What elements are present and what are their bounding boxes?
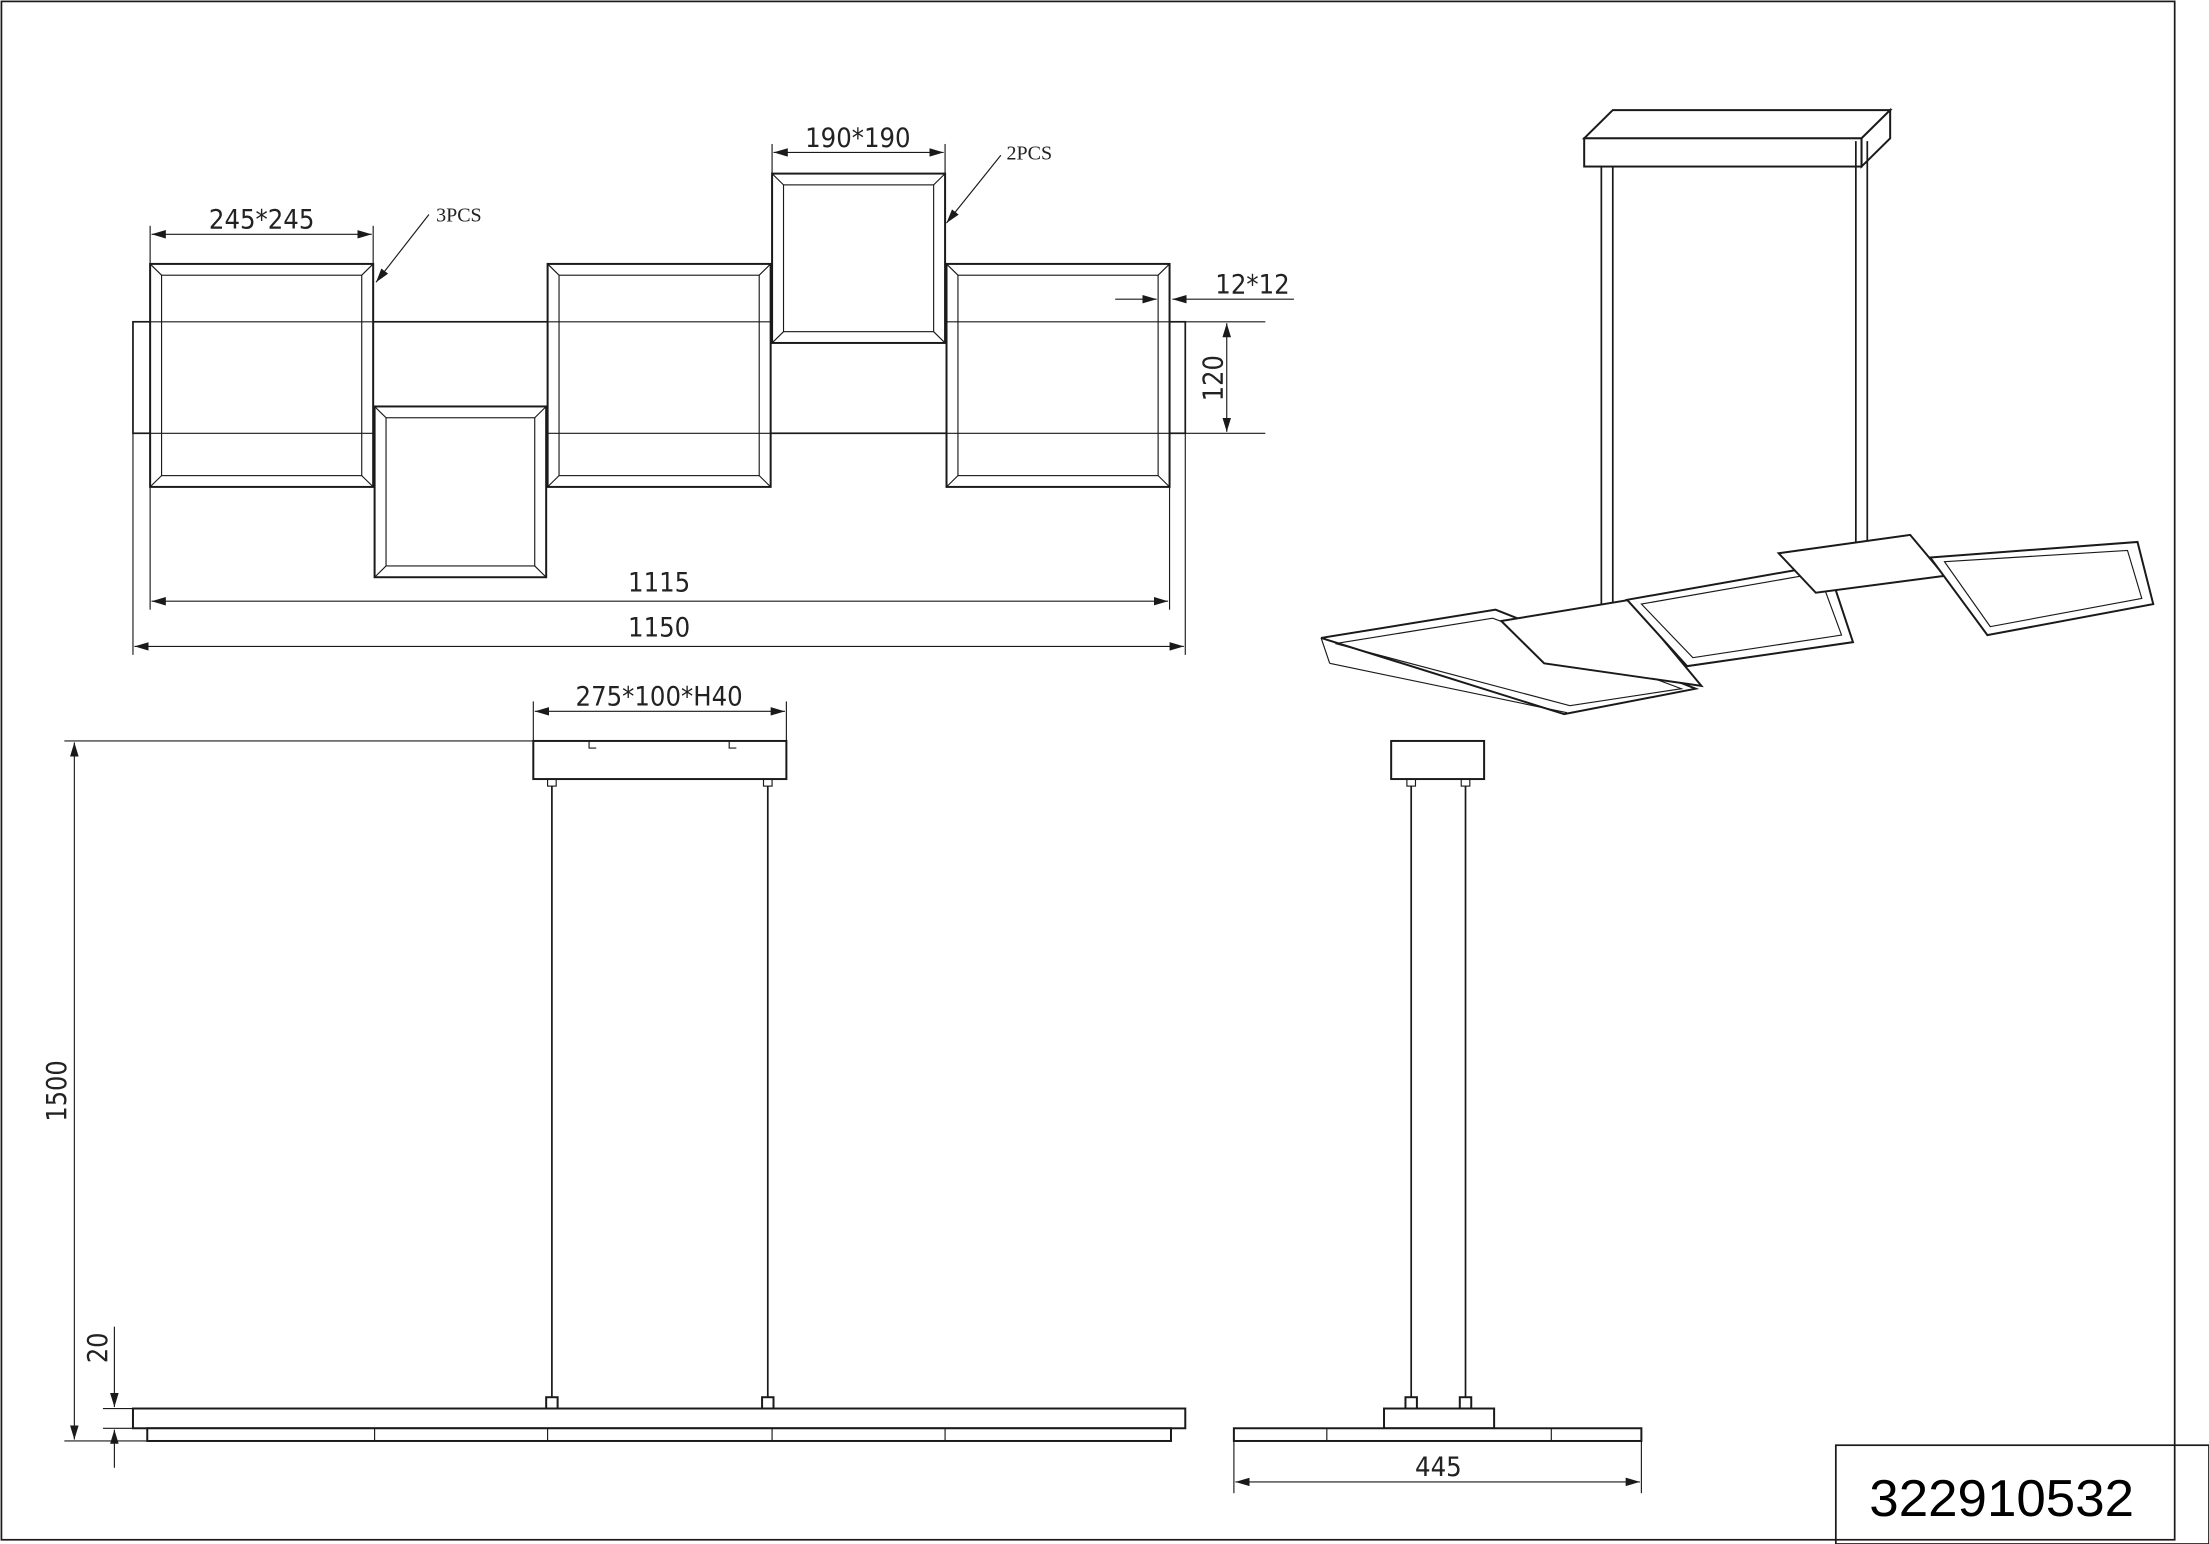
total-height-label: 1500: [42, 1060, 73, 1121]
overall-length-label: 1150: [628, 613, 690, 644]
inner-length-label: 1115: [628, 568, 690, 599]
frame-large-1: [149, 262, 375, 488]
canopy: [532, 739, 788, 781]
article-number: 322910532: [1869, 1469, 2134, 1528]
frame-large-3: [945, 262, 1171, 488]
canopy-end: [1390, 739, 1486, 781]
light-bar: [131, 1407, 1187, 1430]
title-block: 322910532: [1834, 1444, 2209, 1544]
large-frame-size-label: 245*245: [209, 205, 314, 236]
bar-width-label: 120: [1198, 355, 1229, 401]
small-frame-qty-label: 2PCS: [1007, 143, 1053, 165]
top-view: 245*245 3PCS 190*190 2PCS 12*12 120 1115…: [132, 123, 1294, 655]
depth-label: 445: [1415, 1452, 1462, 1483]
frame-small-1: [373, 405, 548, 579]
side-view: 275*100*H40 1500 20: [42, 682, 1187, 1468]
small-frame-size-label: 190*190: [805, 123, 910, 154]
frame-small-2: [771, 172, 947, 344]
bar-thickness-label: 20: [83, 1332, 114, 1363]
profile-size-label: 12*12: [1215, 270, 1289, 301]
end-view: 445: [1232, 739, 1643, 1494]
canopy-size-label: 275*100*H40: [576, 682, 743, 713]
frame-large-2: [546, 262, 772, 488]
large-frame-qty-label: 3PCS: [436, 205, 482, 227]
perspective-view: [1320, 107, 2155, 716]
